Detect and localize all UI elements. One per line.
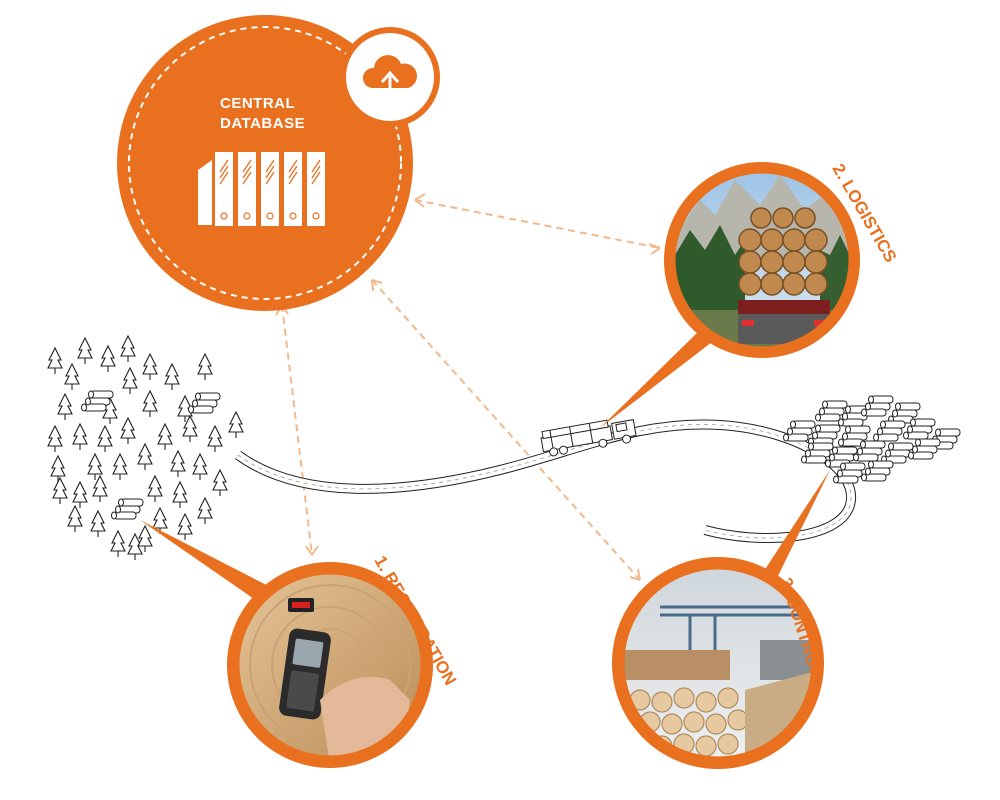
control-pointer [762, 470, 830, 580]
logging-truck-in-mountains-photo [674, 172, 850, 348]
link-database-logistics [414, 199, 661, 249]
logistics-pointer [600, 330, 712, 428]
pointer-wedges [140, 330, 830, 610]
sawmill-log-yard-photo [623, 568, 813, 758]
logistics-photo-circle [664, 162, 860, 358]
link-database-registration [281, 304, 313, 556]
forest-trees-icon [47, 335, 244, 561]
dashed-links [275, 193, 661, 581]
central-database: CENTRAL DATABASE [117, 15, 440, 311]
logging-truck-icon [540, 419, 637, 457]
binders-icon [198, 152, 325, 226]
registration-pointer [140, 520, 280, 610]
database-title-line1: CENTRAL [220, 95, 295, 112]
log-pile-icon [783, 395, 961, 484]
registration-photo-circle [227, 562, 433, 768]
database-title-line2: DATABASE [220, 115, 305, 132]
control-photo-circle [612, 557, 824, 769]
cloud-upload-icon [340, 27, 440, 127]
road [235, 419, 857, 543]
handheld-scanner-on-log-photo [238, 573, 422, 757]
